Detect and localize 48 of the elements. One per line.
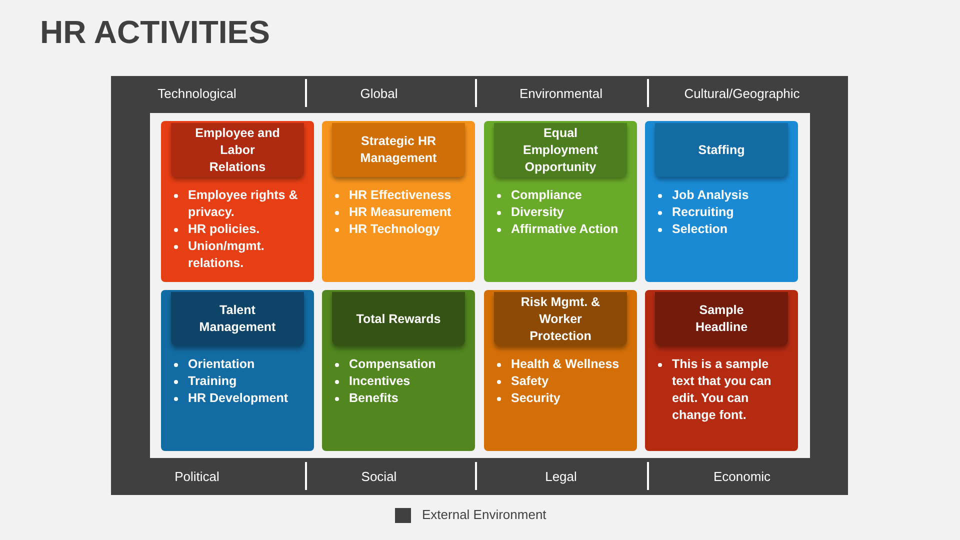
activity-card bbox=[645, 121, 798, 282]
bullet-text: HR Measurement bbox=[349, 205, 452, 219]
bullet-text: Incentives bbox=[349, 374, 410, 388]
bullet-text: Employee rights & privacy. bbox=[188, 188, 298, 219]
bullet-text: Safety bbox=[511, 374, 549, 388]
bullet-text: Health & Wellness bbox=[511, 357, 620, 371]
card-heading: Equal Employment Opportunity bbox=[494, 123, 627, 177]
bullet-text: This is a sample text that you can edit. You can change font. bbox=[672, 357, 772, 422]
page-title: HR ACTIVITIES bbox=[40, 14, 270, 51]
environment-label: Legal bbox=[544, 469, 578, 484]
bullet-text: HR Effectiveness bbox=[349, 188, 452, 202]
card-heading: Staffing bbox=[655, 123, 788, 177]
bullet-text: Compliance bbox=[511, 188, 582, 202]
activity-card bbox=[484, 290, 637, 451]
card-heading: Risk Mgmt. & Worker Protection bbox=[494, 292, 627, 346]
bullet-text: HR policies. bbox=[188, 222, 260, 236]
card-heading: Employee and Labor Relations bbox=[171, 123, 304, 177]
environment-label: Technological bbox=[156, 86, 238, 101]
environment-label: Environmental bbox=[518, 86, 604, 101]
environment-label: Social bbox=[360, 469, 398, 484]
bullet-text: Training bbox=[188, 374, 237, 388]
bullet-text: Orientation bbox=[188, 357, 255, 371]
bullet-text: Security bbox=[511, 391, 560, 405]
bullet-text: Recruiting bbox=[672, 205, 734, 219]
card-heading: Strategic HR Management bbox=[332, 123, 465, 177]
bullet-text: Compensation bbox=[349, 357, 436, 371]
activity-card bbox=[322, 290, 475, 451]
bullet-text: Affirmative Action bbox=[511, 222, 618, 236]
bullet-text: Diversity bbox=[511, 205, 564, 219]
card-heading: Talent Management bbox=[171, 292, 304, 346]
bullet-text: HR Technology bbox=[349, 222, 440, 236]
bullet-text: Union/mgmt. relations. bbox=[188, 239, 264, 270]
card-heading: Total Rewards bbox=[332, 292, 465, 346]
activity-card bbox=[161, 290, 314, 451]
environment-label: Economic bbox=[712, 469, 772, 484]
environment-label: Political bbox=[174, 469, 220, 484]
bullet-text: Selection bbox=[672, 222, 728, 236]
activity-card bbox=[645, 290, 798, 451]
card-heading: Sample Headline bbox=[655, 292, 788, 346]
activity-card bbox=[484, 121, 637, 282]
activity-card bbox=[322, 121, 475, 282]
bullet-text: Benefits bbox=[349, 391, 398, 405]
environment-label: Global bbox=[359, 86, 399, 101]
bullet-text: HR Development bbox=[188, 391, 288, 405]
environment-label: Cultural/Geographic bbox=[683, 86, 801, 101]
activity-card bbox=[161, 121, 314, 282]
legend-label: External Environment bbox=[422, 507, 546, 522]
bullet-text: Job Analysis bbox=[672, 188, 749, 202]
